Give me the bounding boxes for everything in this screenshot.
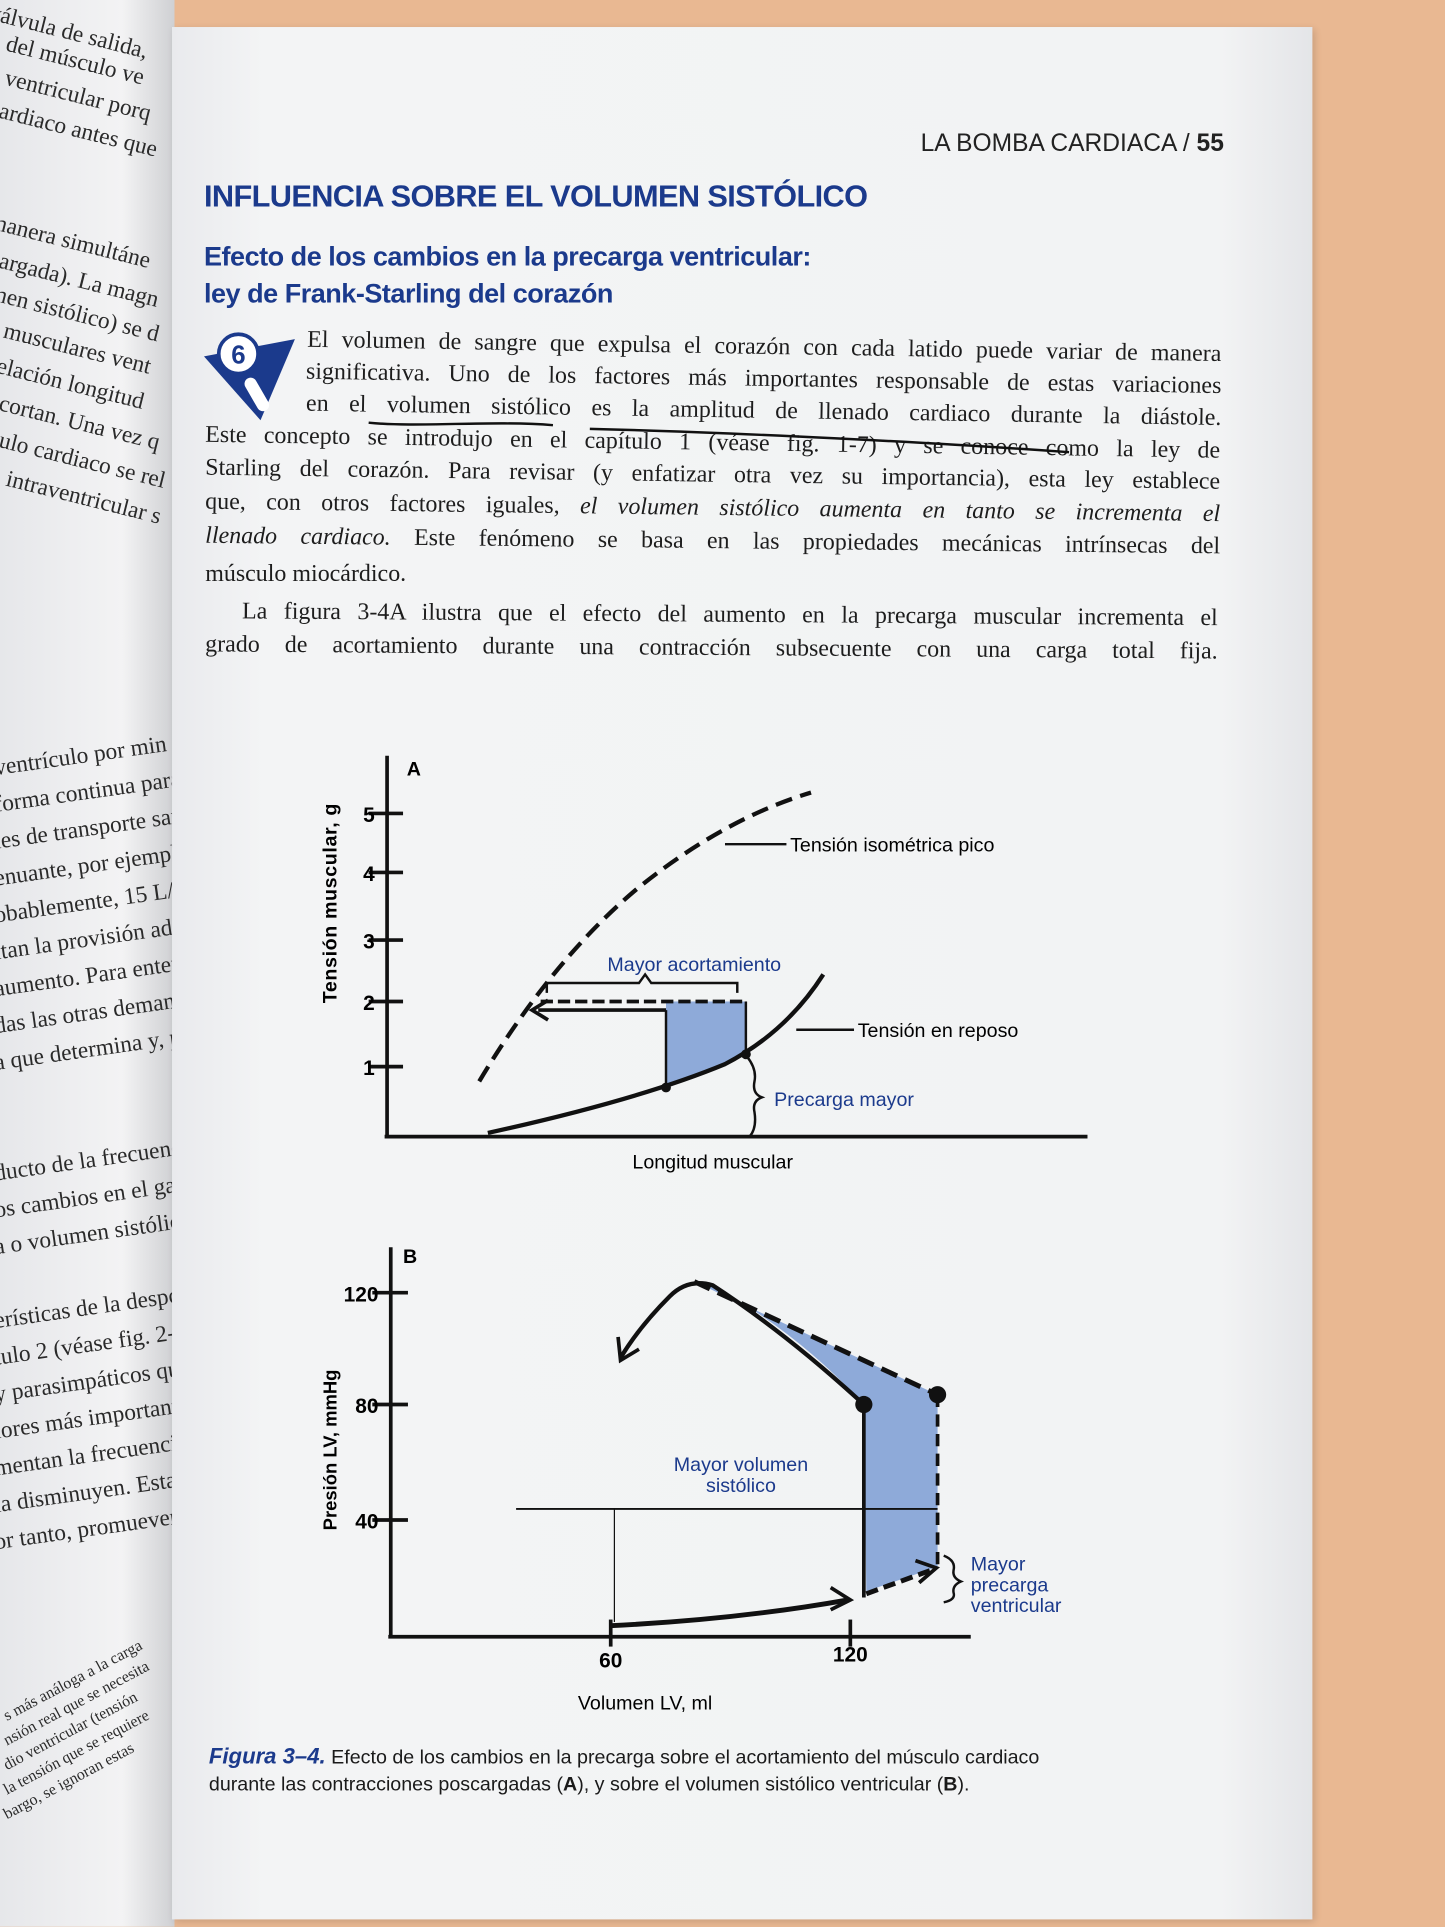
y-tick-label: 1 <box>363 1057 375 1080</box>
preload-brace-b <box>943 1554 965 1604</box>
caption-text: ), y sobre el volumen sistólico ventricu… <box>577 1774 944 1796</box>
y-axis-label: Tensión muscular, g <box>320 803 342 1003</box>
label-mayor-acortamiento: Mayor acortamiento <box>607 954 781 976</box>
preload-brace <box>746 1056 766 1138</box>
badge-number: 6 <box>231 342 245 370</box>
peak-tension-curve <box>477 790 812 1083</box>
y-tick-label: 40 <box>355 1511 378 1534</box>
panel-label-a: A <box>407 758 421 780</box>
label-mayor-precarga: Mayor <box>971 1553 1026 1575</box>
caption-text: ). <box>957 1774 970 1796</box>
page-number: 55 <box>1196 130 1224 158</box>
pv-loop-ejection-dashed <box>693 1279 939 1397</box>
subtitle-line: Efecto de los cambios en la precarga ven… <box>203 240 811 272</box>
caption-ref: A <box>563 1774 578 1796</box>
resting-tension-curve <box>487 973 826 1136</box>
x-tick-label: 60 <box>599 1649 622 1672</box>
figure-caption: Figura 3–4. Efecto de los cambios en la … <box>209 1742 1039 1799</box>
stroke-volume-area <box>694 1281 938 1592</box>
y-tick-label: 5 <box>363 804 375 827</box>
shortening-area <box>666 1001 746 1088</box>
subtitle-line: ley de Frank-Starling del corazón <box>203 277 613 309</box>
label-mayor-precarga: ventricular <box>971 1595 1062 1617</box>
section-subtitle: Efecto de los cambios en la precarga ven… <box>204 238 811 312</box>
book-page <box>172 27 1313 1920</box>
label-mayor-precarga: precarga <box>971 1574 1049 1596</box>
y-tick-label: 2 <box>363 992 375 1015</box>
x-axis-label: Volumen LV, ml <box>578 1692 712 1714</box>
caption-ref: B <box>943 1774 958 1796</box>
caption-text: durante las contracciones poscargadas ( <box>208 1774 564 1796</box>
label-mayor-volumen-sistolico: Mayor volumen <box>674 1454 808 1476</box>
y-tick-label: 4 <box>363 863 375 886</box>
y-tick-label: 120 <box>344 1283 379 1306</box>
header-separator: / <box>1182 130 1190 158</box>
key-concept-badge-icon: 6 <box>203 332 295 421</box>
y-tick-label: 3 <box>363 931 375 954</box>
body-line: músculo miocárdico. <box>205 561 407 588</box>
y-axis-label: Presión LV, mmHg <box>320 1370 341 1531</box>
x-axis-label: Longitud muscular <box>632 1152 793 1174</box>
shortening-brace <box>545 972 739 993</box>
panel-label-b: B <box>403 1246 417 1268</box>
running-header: LA BOMBA CARDIACA / 55 <box>921 130 1224 158</box>
pv-loop-filling <box>610 1597 849 1629</box>
label-tension-isometrica-pico: Tensión isométrica pico <box>790 835 994 857</box>
caption-text: Efecto de los cambios en la precarga sob… <box>325 1747 1040 1769</box>
label-precarga-mayor: Precarga mayor <box>774 1089 914 1111</box>
label-tension-en-reposo: Tensión en reposo <box>858 1020 1019 1042</box>
y-tick-label: 80 <box>355 1395 378 1418</box>
section-title: INFLUENCIA SOBRE EL VOLUMEN SISTÓLICO <box>203 179 868 214</box>
running-title: LA BOMBA CARDIACA <box>920 130 1177 158</box>
caption-label: Figura 3–4. <box>208 1743 326 1769</box>
figure-a-axes <box>368 755 1088 1139</box>
x-tick-label: 120 <box>833 1643 868 1666</box>
label-mayor-volumen-sistolico: sistólico <box>706 1475 776 1497</box>
